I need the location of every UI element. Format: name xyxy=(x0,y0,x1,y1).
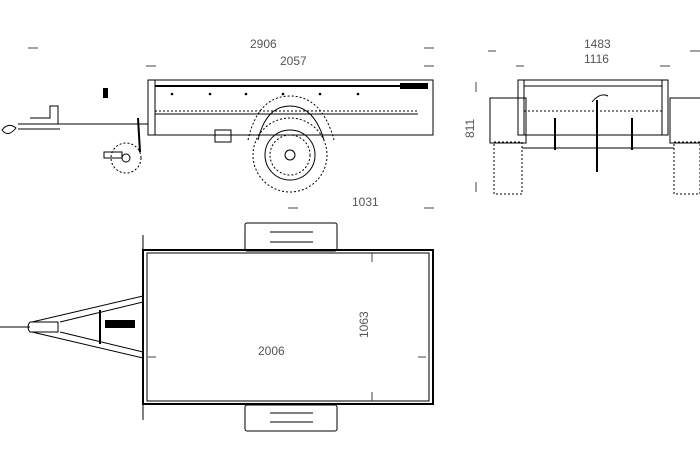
jockey-clamp xyxy=(103,151,123,159)
top-body-inner xyxy=(146,252,430,402)
dim-body-length: 2057 xyxy=(280,54,307,68)
dim-inner-length: 2006 xyxy=(258,344,285,358)
left-wheel xyxy=(493,141,523,195)
dim-height: 811 xyxy=(463,119,477,138)
dim-body-width: 1116 xyxy=(584,52,609,66)
top-fender-upper xyxy=(244,222,338,252)
fender-ribs xyxy=(270,231,313,423)
axle-bracket xyxy=(214,129,232,143)
jockey-wheel xyxy=(110,142,142,174)
fender-inner xyxy=(257,105,325,141)
hitch-coupling-top xyxy=(27,321,59,333)
top-fender-lower xyxy=(244,404,338,432)
top-view: 2006 1063 xyxy=(0,222,434,432)
hitch-handle xyxy=(30,105,59,124)
front-view: 1483 1116 811 xyxy=(463,37,700,195)
dim-overall-length: 2906 xyxy=(250,37,277,51)
hitch-coupling xyxy=(1,124,17,134)
jockey-wheel-top xyxy=(105,320,135,328)
top-body-outer xyxy=(142,249,434,405)
rear-light xyxy=(400,83,428,89)
rivets xyxy=(170,92,360,96)
wheel-rim xyxy=(264,129,316,181)
drawbar-triangle xyxy=(31,295,144,359)
dim-inner-width: 1063 xyxy=(357,311,371,338)
side-view: 2906 2057 1031 xyxy=(1,37,434,209)
wheel-rim-inner xyxy=(269,134,311,176)
jockey-hub xyxy=(121,153,131,163)
handle-lever xyxy=(103,88,108,98)
wheel-tyre xyxy=(252,117,328,193)
left-mudguard xyxy=(489,97,527,144)
jockey-post xyxy=(137,117,141,153)
dim-axle-to-rear: 1031 xyxy=(352,195,379,209)
right-wheel xyxy=(673,141,700,195)
side-body xyxy=(147,79,434,136)
jockey-handle xyxy=(591,94,609,103)
wheel-hub xyxy=(284,149,296,161)
front-body xyxy=(517,79,669,136)
dim-overall-width: 1483 xyxy=(584,37,611,51)
fender xyxy=(247,95,335,141)
right-mudguard xyxy=(669,97,700,144)
